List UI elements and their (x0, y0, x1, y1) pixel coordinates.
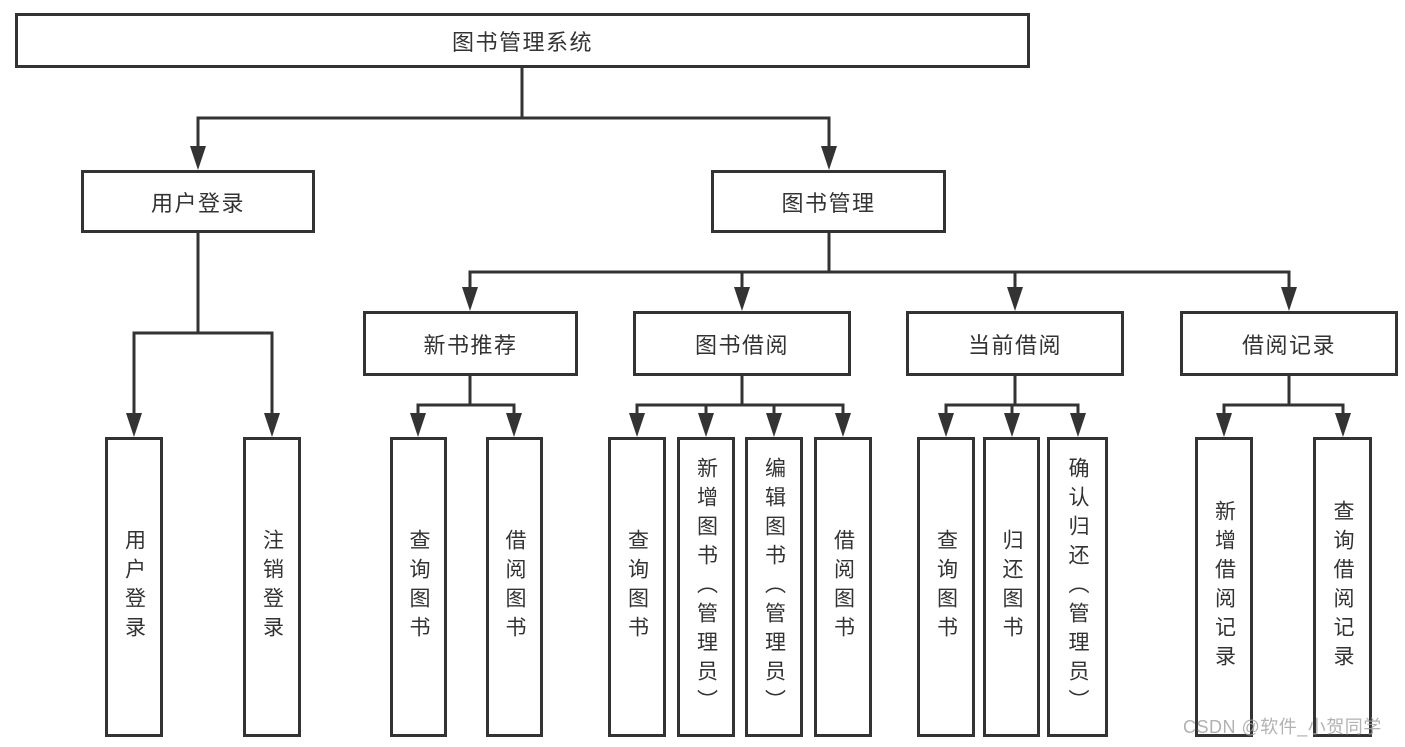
node-user-login: 用户登录 (81, 170, 315, 233)
node-book-borrow: 图书借阅 (633, 311, 851, 376)
leaf-query-borrow-record: 查询借阅记录 (1313, 437, 1372, 737)
leaf-label: 借阅图书 (831, 529, 855, 645)
connector-borrow-records-to-leaves (1216, 376, 1351, 437)
arrow-down-icon (938, 413, 954, 437)
leaf-label: 新增借阅记录 (1212, 500, 1236, 674)
node-book-management: 图书管理 (711, 170, 946, 233)
arrow-down-icon (506, 413, 522, 437)
arrow-down-icon (766, 413, 782, 437)
arrow-down-icon (1007, 287, 1023, 311)
node-borrow-records: 借阅记录 (1180, 311, 1398, 376)
arrow-down-icon (835, 413, 851, 437)
leaf-label: 归还图书 (1000, 529, 1024, 645)
arrow-down-icon (698, 413, 714, 437)
leaf-label: 确认归还（管理员） (1066, 456, 1090, 718)
connector-new-book-recommend-to-leaves (410, 376, 522, 437)
leaf-label: 查询图书 (407, 529, 431, 645)
arrow-down-icon (1281, 287, 1297, 311)
leaf-label: 用户登录 (122, 529, 146, 645)
leaf-query-books: 查询图书 (608, 437, 666, 737)
node-new-book-recommend: 新书推荐 (363, 311, 578, 376)
csdn-watermark: CSDN @软件_小贺同学 (1183, 717, 1382, 737)
connector-user-login-to-leaves (126, 233, 280, 437)
leaf-confirm-return-admin: 确认归还（管理员） (1047, 437, 1108, 737)
arrow-down-icon (821, 146, 837, 170)
leaf-add-books-admin: 新增图书（管理员） (677, 437, 735, 737)
connector-book-management-to-level3 (462, 233, 1297, 311)
arrow-down-icon (190, 146, 206, 170)
arrow-down-icon (1004, 413, 1020, 437)
leaf-label: 查询图书 (625, 529, 649, 645)
leaf-query-books: 查询图书 (390, 437, 447, 737)
node-current-borrow: 当前借阅 (906, 311, 1124, 376)
arrow-down-icon (629, 413, 645, 437)
leaf-borrow-books: 借阅图书 (814, 437, 872, 737)
arrow-down-icon (264, 413, 280, 437)
connector-current-borrow-to-leaves (938, 376, 1086, 437)
leaf-query-books: 查询图书 (917, 437, 975, 737)
connector-root-to-level2 (190, 66, 837, 170)
arrow-down-icon (126, 413, 142, 437)
leaf-return-books: 归还图书 (983, 437, 1040, 737)
leaf-edit-books-admin: 编辑图书（管理员） (745, 437, 803, 737)
leaf-label: 注销登录 (260, 529, 284, 645)
arrow-down-icon (734, 287, 750, 311)
leaf-label: 查询图书 (934, 529, 958, 645)
leaf-label: 新增图书（管理员） (694, 456, 718, 718)
leaf-label: 查询借阅记录 (1331, 500, 1355, 674)
leaf-label: 借阅图书 (503, 529, 527, 645)
leaf-add-borrow-record: 新增借阅记录 (1195, 437, 1253, 737)
leaf-borrow-books: 借阅图书 (486, 437, 543, 737)
leaf-label: 编辑图书（管理员） (762, 456, 786, 718)
arrow-down-icon (1216, 413, 1232, 437)
arrow-down-icon (1070, 413, 1086, 437)
node-root: 图书管理系统 (15, 13, 1030, 68)
arrow-down-icon (1335, 413, 1351, 437)
connector-book-borrow-to-leaves (629, 376, 851, 437)
leaf-logout: 注销登录 (243, 437, 301, 737)
arrow-down-icon (410, 413, 426, 437)
leaf-user-login: 用户登录 (105, 437, 163, 737)
arrow-down-icon (462, 287, 478, 311)
